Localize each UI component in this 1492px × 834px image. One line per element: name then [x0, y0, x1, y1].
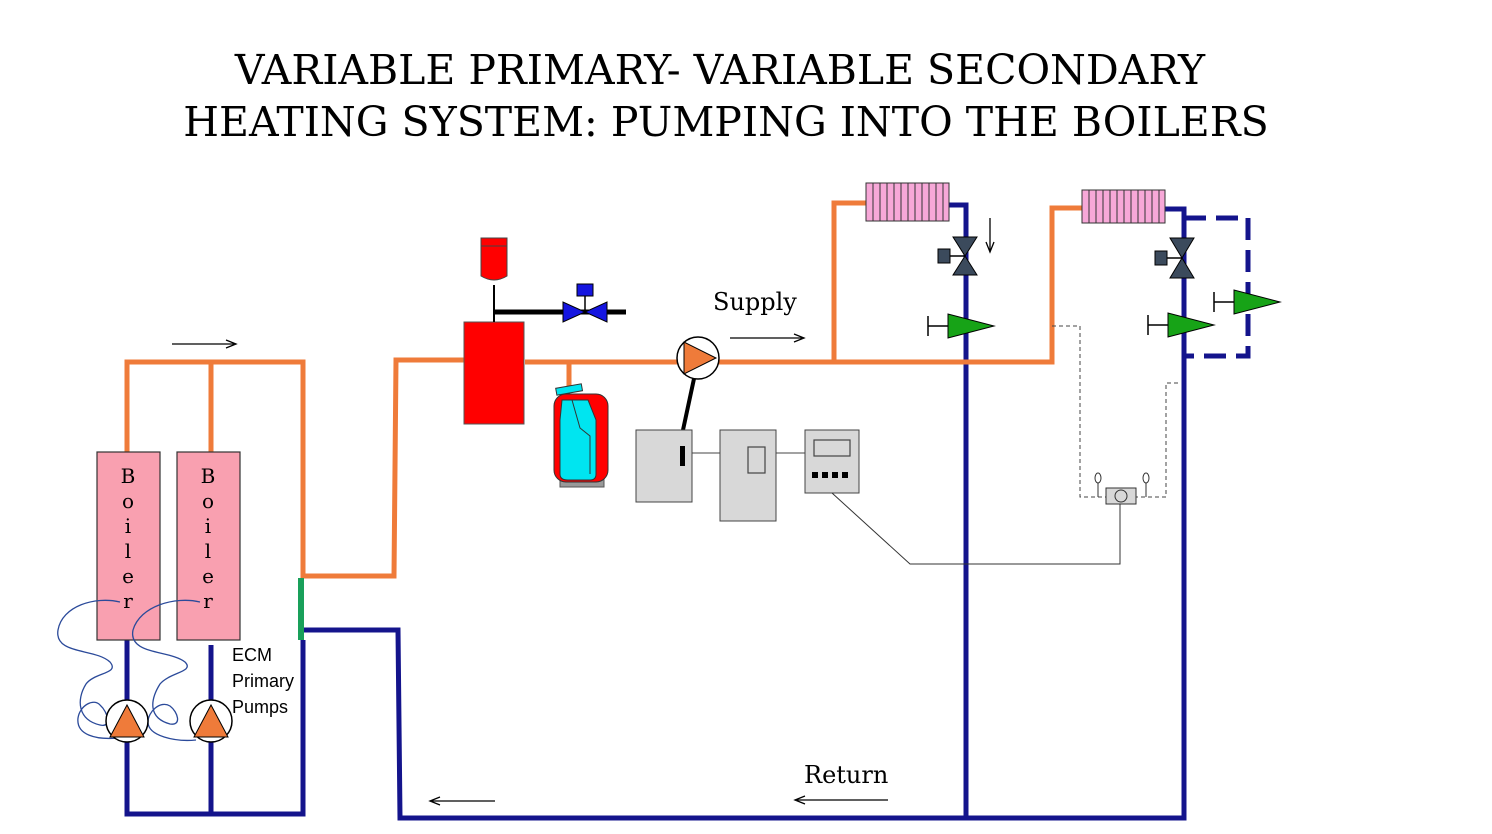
- balancing-valve-1-icon: [927, 313, 996, 339]
- supply-piping: [124, 200, 1082, 579]
- boiler-1-letter: B: [121, 464, 136, 488]
- flow-arrows: [172, 218, 995, 806]
- dp-sensor-lines: [1052, 325, 1178, 498]
- ecm-label-line-2: Primary: [232, 671, 294, 691]
- boiler-1-letter: l: [125, 539, 131, 563]
- supply-label: Supply: [713, 288, 797, 316]
- ecm-label-line-3: Pumps: [232, 697, 288, 717]
- boiler-1-letter: i: [125, 514, 131, 538]
- ecm-label-line-1: ECM: [232, 645, 272, 665]
- flow-arrow-left-icon: [428, 796, 441, 806]
- radiator-1: [865, 182, 950, 222]
- flow-arrow-right-icon: [225, 339, 238, 349]
- ecm-primary-pump-2: [189, 699, 233, 743]
- boiler-2: B o i l e r: [176, 451, 241, 641]
- hand-drawn-wires: [57, 599, 201, 742]
- bypass-dashed-line: [1184, 215, 1251, 359]
- flow-arrow-left-icon: [793, 795, 806, 805]
- boiler-1-letter: r: [123, 589, 133, 613]
- balancing-valve-2-icon: [1147, 312, 1216, 338]
- dp-sensor-icon: [1094, 472, 1150, 505]
- boiler-2-letter: B: [201, 464, 216, 488]
- boiler-2-letter: l: [205, 539, 211, 563]
- title-line-1: VARIABLE PRIMARY- VARIABLE SECONDARY: [234, 46, 1206, 94]
- main-supply-line-1: [831, 200, 866, 362]
- main-return-loop-2: [966, 206, 1187, 821]
- boiler-1-letter: o: [122, 489, 134, 513]
- main-return-loop-1: [303, 202, 969, 821]
- main-supply-line-2: [525, 205, 1082, 365]
- vfd-drive: [635, 429, 693, 503]
- air-vent-icon: [480, 237, 508, 281]
- boiler-2-letter: r: [203, 589, 213, 613]
- boiler-2-letter: i: [205, 514, 211, 538]
- boiler-1-letter: e: [122, 564, 134, 588]
- system-pump: [676, 336, 720, 380]
- pump-controller: [804, 429, 860, 494]
- boiler-supply-header: [124, 357, 466, 579]
- solenoid-valve-icon: [562, 283, 608, 323]
- bypass-balancing-valve-icon: [1213, 289, 1282, 315]
- control-valve-1-icon: [937, 236, 978, 276]
- control-valve-2-icon: [1154, 237, 1195, 279]
- radiator-2: [1081, 189, 1166, 224]
- disconnect-box: [719, 429, 777, 522]
- sensor-wire: [831, 492, 1121, 565]
- boiler-2-letter: e: [202, 564, 214, 588]
- flow-arrow-down-icon: [985, 241, 995, 254]
- air-separator: [463, 321, 525, 425]
- flow-arrow-right-icon: [793, 333, 806, 343]
- ecm-primary-pump-1: [105, 699, 149, 743]
- boiler-2-letter: o: [202, 489, 214, 513]
- return-label: Return: [804, 761, 888, 789]
- title-line-2: HEATING SYSTEM: PUMPING INTO THE BOILERS: [183, 98, 1268, 146]
- expansion-tank: [553, 383, 609, 488]
- return-piping: [124, 202, 1187, 821]
- boiler-1: B o i l e r: [96, 451, 161, 641]
